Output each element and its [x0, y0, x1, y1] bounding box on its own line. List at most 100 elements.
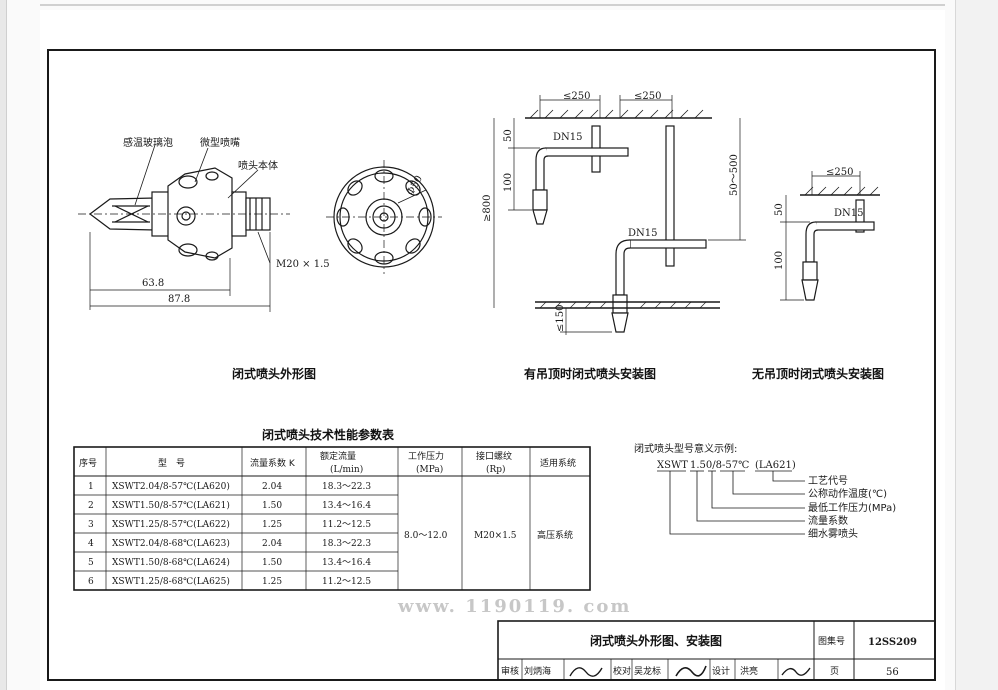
legend-code: XSWT: [657, 460, 688, 471]
table-row: 2: [88, 501, 94, 511]
merged-thread: M20×1.5: [474, 531, 517, 541]
title-exterior-view: 闭式喷头外形图: [232, 366, 316, 381]
front-view: [326, 160, 442, 274]
table-row: XSWT1.25/8-57℃(LA622): [112, 519, 230, 530]
dim-63-8: 63.8: [142, 278, 164, 289]
table-row: 18.3～22.3: [322, 539, 371, 549]
dim-100-c: 100: [774, 251, 785, 270]
th-flow: 额定流量: [320, 450, 356, 462]
dim-top-250-c: ≤250: [826, 167, 853, 178]
legend-spec: 1.50/8-57℃: [690, 460, 749, 471]
table-row: XSWT1.50/8-68℃(LA624): [112, 557, 230, 568]
legend-title: 闭式喷头型号意义示例:: [634, 442, 737, 455]
signature-checker: [675, 665, 707, 677]
param-table: [73, 446, 591, 591]
legend-meaning-5: 细水雾喷头: [808, 527, 858, 540]
dim-87-8: 87.8: [168, 294, 190, 305]
watermark-text: www. 1190119. com: [397, 596, 631, 617]
table-title: 闭式喷头技术性能参数表: [262, 427, 395, 442]
left-sidebar-strip: [0, 0, 7, 690]
signature-reviewer: [569, 667, 603, 677]
th-thread-unit: (Rp): [486, 464, 506, 475]
sheet-paper: [40, 10, 945, 690]
table-row: 6: [88, 577, 94, 587]
ceiling-install-view: [493, 95, 746, 335]
dim-top-250-a: ≤250: [563, 91, 590, 102]
table-row: 1.25: [262, 520, 282, 530]
table-row: XSWT1.50/8-57℃(LA621): [112, 500, 230, 511]
merged-system: 高压系统: [537, 529, 573, 541]
legend-meaning-1: 工艺代号: [808, 475, 848, 487]
legend-leaders: [657, 470, 805, 535]
table-row: XSWT2.04/8-57℃(LA620): [112, 481, 230, 492]
label-thread: M20 × 1.5: [276, 259, 330, 270]
table-row: 4: [88, 539, 94, 549]
label-micro-nozzle: 微型喷嘴: [200, 136, 240, 149]
checker-name: 吴龙标: [634, 665, 661, 677]
atlas-label: 图集号: [818, 635, 845, 647]
page-label: 页: [830, 666, 839, 677]
check-label: 校对: [613, 665, 631, 677]
title-block-title: 闭式喷头外形图、安装图: [590, 633, 722, 648]
dim-50: 50: [503, 129, 514, 142]
dim-150: ≤150: [555, 305, 566, 332]
th-no: 序号: [79, 457, 97, 469]
th-k: 流量系数 K: [250, 457, 296, 469]
table-row: 1.50: [262, 558, 282, 568]
th-system: 适用系统: [540, 457, 576, 469]
th-flow-unit: (L/min): [330, 464, 363, 475]
table-row: 13.4～16.4: [322, 558, 371, 568]
signature-designer: [781, 667, 811, 676]
th-thread: 接口螺纹: [476, 450, 512, 462]
review-label: 审核: [501, 665, 519, 677]
design-label: 设计: [712, 665, 730, 677]
no-ceiling-install-view: [780, 171, 880, 301]
table-row: 11.2～12.5: [322, 577, 371, 587]
th-model: 型 号: [158, 458, 185, 469]
legend-meaning-2: 公称动作温度(℃): [808, 487, 887, 500]
dim-50-500: 50～500: [729, 154, 740, 196]
legend-la: (LA621): [755, 460, 796, 471]
title-no-ceiling-install: 无吊顶时闭式喷头安装图: [751, 366, 884, 381]
previous-page-edge: [40, 4, 945, 6]
reviewer-name: 刘炳海: [524, 665, 551, 677]
table-row: 2.04: [262, 482, 282, 492]
table-row: 3: [88, 520, 94, 530]
table-row: 1.25: [262, 577, 282, 587]
nozzle-body: [167, 167, 233, 259]
table-row: XSWT1.25/8-68℃(LA625): [112, 576, 230, 587]
th-pressure-unit: (MPa): [416, 464, 443, 475]
table-row: 13.4～16.4: [322, 501, 371, 511]
table-row: XSWT2.04/8-68℃(LA623): [112, 538, 230, 549]
title-ceiling-install: 有吊顶时闭式喷头安装图: [524, 366, 656, 381]
exterior-view: [78, 144, 290, 312]
atlas-number: 12SS209: [868, 637, 917, 648]
right-scrollbar[interactable]: [955, 0, 998, 690]
label-nozzle-body: 喷头本体: [238, 159, 278, 172]
table-row: 11.2～12.5: [322, 520, 371, 530]
label-dn15-b: DN15: [628, 228, 658, 239]
table-row: 5: [88, 558, 94, 568]
table-row: 18.3～22.3: [322, 482, 371, 492]
label-bulb: 感温玻璃泡: [123, 136, 173, 149]
title-block: [497, 620, 936, 681]
dim-100: 100: [503, 173, 514, 192]
table-row: 1.50: [262, 501, 282, 511]
table-rows: 1 XSWT2.04/8-57℃(LA620) 2.04 18.3～22.3 2…: [88, 481, 371, 587]
table-row: 1: [88, 482, 94, 492]
label-dn15-c: DN15: [834, 208, 864, 219]
th-pressure: 工作压力: [408, 450, 444, 462]
label-dn15-a: DN15: [553, 132, 583, 143]
designer-name: 洪亮: [740, 665, 758, 677]
dim-800: ≥800: [482, 195, 493, 222]
legend-meaning-3: 最低工作压力(MPa): [808, 501, 896, 514]
dim-50-c: 50: [774, 203, 785, 216]
legend-meaning-4: 流量系数: [808, 514, 848, 527]
page-number: 56: [886, 667, 899, 678]
sheet-border: [47, 49, 936, 681]
merged-pressure: 8.0～12.0: [404, 531, 448, 541]
dim-top-250-b: ≤250: [634, 91, 661, 102]
table-row: 2.04: [262, 539, 282, 549]
